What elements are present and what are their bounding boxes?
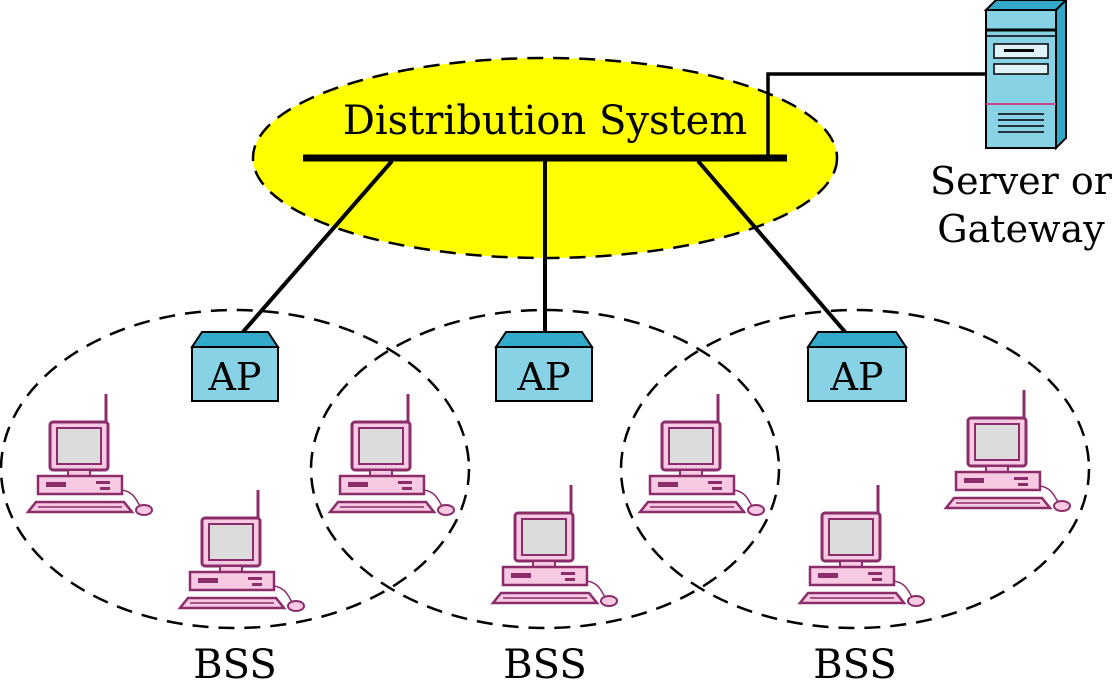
ap-label: AP	[207, 355, 261, 399]
bss-circle-3	[619, 308, 1091, 630]
access-point-2: AP	[494, 331, 594, 402]
ap-label: AP	[516, 355, 570, 399]
server-link	[766, 72, 985, 155]
station-computer-icon	[944, 388, 1072, 513]
station-computer-icon	[638, 392, 766, 517]
station-computer-icon	[178, 488, 306, 613]
server-label-line1: Server or	[930, 159, 1113, 203]
ap-link-3	[696, 159, 854, 342]
bss-label-2: BSS	[503, 642, 587, 688]
ap-label: AP	[829, 355, 883, 399]
station-computer-icon	[491, 483, 619, 608]
bss-circle-2	[309, 308, 781, 630]
server-label-line2: Gateway	[937, 207, 1105, 251]
access-point-3: AP	[806, 331, 908, 402]
access-point-1: AP	[190, 331, 280, 402]
station-computer-icon	[328, 392, 456, 517]
station-computer-icon	[26, 392, 154, 517]
distribution-system-label: Distribution System	[343, 98, 747, 144]
bss-label-1: BSS	[193, 642, 277, 688]
server-tower-icon	[983, 0, 1068, 151]
station-computer-icon	[798, 483, 926, 608]
ap-link-1	[234, 159, 394, 342]
bss-label-3: BSS	[813, 642, 897, 688]
bss-circle-1	[0, 308, 471, 630]
